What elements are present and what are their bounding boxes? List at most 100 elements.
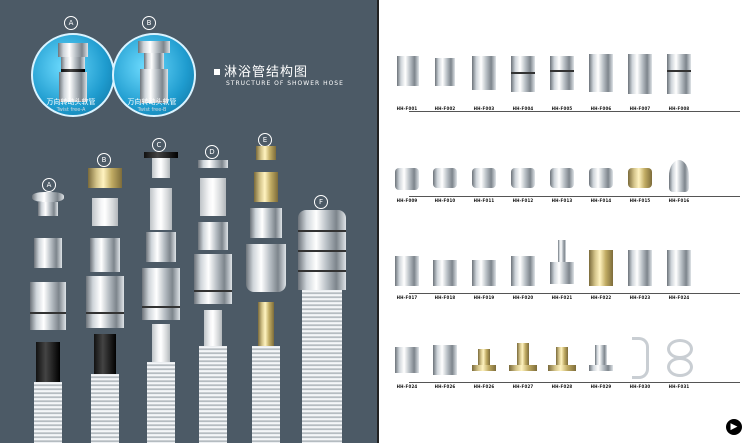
catalog-item: HH-F030 (624, 335, 656, 395)
catalog-item: HH-F015 (624, 160, 656, 210)
row-divider (409, 196, 740, 197)
catalog-item: HH-F004 (507, 52, 539, 122)
catalog-item: HH-F007 (624, 52, 656, 122)
catalog-item: HH-F029 (585, 335, 617, 395)
parts-catalog-page: HH-F001 HH-F002 HH-F003 HH-F004 HH-F005 … (379, 0, 750, 443)
item-code: HH-F030 (629, 384, 651, 389)
item-code: HH-F016 (668, 198, 690, 203)
item-code: HH-F010 (434, 198, 456, 203)
item-code: HH-F029 (590, 384, 612, 389)
catalog-item: HH-F018 (429, 240, 461, 305)
item-code: HH-F002 (434, 106, 456, 111)
catalog-item: HH-F008 (663, 52, 695, 122)
title-en: STRUCTURE OF SHOWER HOSE (226, 80, 344, 87)
inset-label-b: B (142, 16, 156, 30)
catalog-item: HH-F003 (468, 52, 500, 122)
catalog-row-4: HH-F024 HH-F026 HH-F026 HH-F027 HH-F028 … (379, 335, 750, 395)
inset-caption-b-zh: 万向转动头软管 (127, 98, 177, 106)
catalog-item: HH-F009 (391, 160, 423, 210)
title-zh: 淋浴管结构图 (224, 65, 309, 80)
item-code: HH-F013 (551, 198, 573, 203)
item-code: HH-F026 (473, 384, 495, 389)
hose-column-d (192, 160, 234, 443)
catalog-row-2: HH-F009 HH-F010 HH-F011 HH-F012 HH-F013 … (379, 160, 750, 210)
catalog-item: HH-F006 (585, 52, 617, 122)
page-gutter (377, 0, 379, 443)
column-label-e: E (258, 133, 272, 147)
inset-caption-a-zh: 万向转动头软管 (46, 98, 96, 106)
catalog-item: HH-F011 (468, 160, 500, 210)
item-code: HH-F011 (473, 198, 495, 203)
item-code: HH-F008 (668, 106, 690, 111)
item-code: HH-F031 (668, 384, 690, 389)
row-divider (409, 111, 740, 112)
item-code: HH-F020 (512, 295, 534, 300)
row-divider (409, 293, 740, 294)
item-code: HH-F026 (434, 384, 456, 389)
item-code: HH-F006 (590, 106, 612, 111)
title-bullet (214, 68, 220, 75)
column-label-d: D (205, 145, 219, 159)
item-code: HH-F005 (551, 106, 573, 111)
catalog-item: HH-F010 (429, 160, 461, 210)
catalog-item: HH-F026 (429, 335, 461, 395)
column-label-f: F (314, 195, 328, 209)
item-code: HH-F004 (512, 106, 534, 111)
column-label-a: A (42, 178, 56, 192)
item-code: HH-F003 (473, 106, 495, 111)
catalog-item: HH-F024 (391, 335, 423, 395)
item-code: HH-F024 (396, 384, 418, 389)
catalog-item: HH-F005 (546, 52, 578, 122)
catalog-item: HH-F031 (663, 335, 695, 395)
catalog-item: HH-F028 (546, 335, 578, 395)
catalog-item: HH-F026 (468, 335, 500, 395)
catalog-item: HH-F013 (546, 160, 578, 210)
inset-photo-a (31, 33, 115, 117)
item-code: HH-F022 (590, 295, 612, 300)
row-divider (409, 382, 740, 383)
arrow-right-icon[interactable]: ▶ (726, 419, 742, 435)
catalog-item: HH-F017 (391, 240, 423, 305)
item-code: HH-F024 (668, 295, 690, 300)
item-code: HH-F009 (396, 198, 418, 203)
catalog-item: HH-F001 (391, 52, 423, 122)
catalog-item: HH-F022 (585, 240, 617, 305)
inset-caption-b: 万向转动头软管 Twist free-B (107, 97, 197, 113)
catalog-row-1: HH-F001 HH-F002 HH-F003 HH-F004 HH-F005 … (379, 52, 750, 122)
diagram-title: 淋浴管结构图 STRUCTURE OF SHOWER HOSE (214, 61, 344, 87)
catalog-item: HH-F019 (468, 240, 500, 305)
hose-column-c (140, 152, 182, 443)
column-label-c: C (152, 138, 166, 152)
hose-column-b (84, 168, 126, 443)
item-code: HH-F027 (512, 384, 534, 389)
item-code: HH-F007 (629, 106, 651, 111)
catalog-item: HH-F021 (546, 240, 578, 305)
column-label-b: B (97, 153, 111, 167)
item-code: HH-F023 (629, 295, 651, 300)
catalog-item: HH-F014 (585, 160, 617, 210)
item-code: HH-F001 (396, 106, 418, 111)
item-code: HH-F019 (473, 295, 495, 300)
catalog-item: HH-F024 (663, 240, 695, 305)
item-code: HH-F012 (512, 198, 534, 203)
hose-column-a (28, 192, 68, 443)
item-code: HH-F014 (590, 198, 612, 203)
catalog-item: HH-F020 (507, 240, 539, 305)
inset-photo-b (112, 33, 196, 117)
catalog-item: HH-F002 (429, 52, 461, 122)
catalog-item: HH-F012 (507, 160, 539, 210)
item-code: HH-F017 (396, 295, 418, 300)
catalog-row-3: HH-F017 HH-F018 HH-F019 HH-F020 HH-F021 … (379, 240, 750, 305)
inset-caption-b-en: Twist free-B (137, 107, 167, 113)
hose-column-e (244, 146, 288, 443)
item-code: HH-F018 (434, 295, 456, 300)
hose-column-f (296, 210, 348, 443)
inset-label-a: A (64, 16, 78, 30)
item-code: HH-F021 (551, 295, 573, 300)
catalog-item: HH-F027 (507, 335, 539, 395)
inset-caption-a: 万向转动头软管 Twist free-A (26, 97, 116, 113)
inset-caption-a-en: Twist free-A (56, 107, 86, 113)
catalog-item: HH-F016 (663, 160, 695, 210)
catalog-item: HH-F023 (624, 240, 656, 305)
